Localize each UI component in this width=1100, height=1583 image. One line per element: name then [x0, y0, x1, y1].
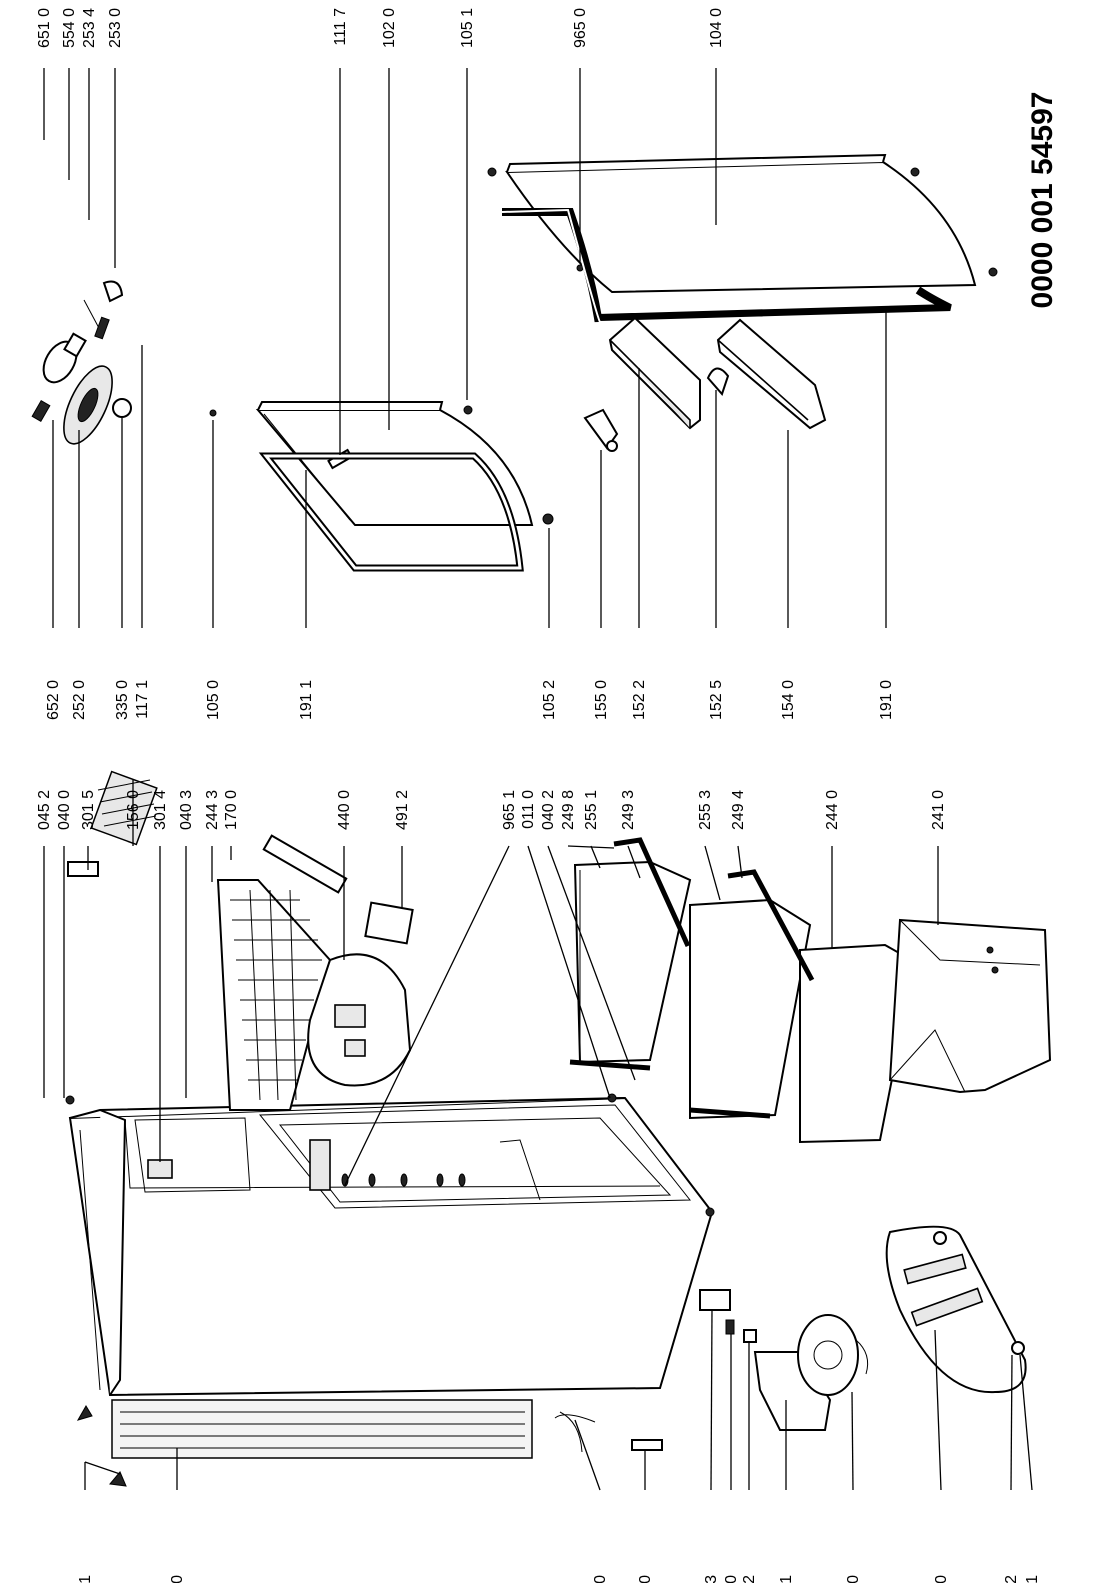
cabinet-body-drawing [65, 1093, 715, 1397]
part-labels: 651 0 554 0 253 4 253 0 111 7 102 0 105 … [36, 8, 1059, 1583]
part-label-045-2: 045 2 [36, 790, 53, 830]
crisper-drawer-drawing [888, 918, 1052, 1094]
part-label-191-1: 191 1 [298, 680, 315, 720]
fridge-door-drawing [487, 153, 998, 294]
part-label-154-0: 154 0 [780, 680, 797, 720]
part-label-402-1: 402 1 [778, 1575, 795, 1583]
part-label-491-3: 491 3 [703, 1575, 720, 1583]
compressor-area-drawing [554, 1289, 869, 1451]
part-label-255-1: 255 1 [583, 790, 600, 830]
freezer-door-gasket-drawing [258, 452, 524, 572]
part-label-155-0: 155 0 [593, 680, 610, 720]
part-label-253-4: 253 4 [81, 8, 98, 48]
part-label-152-5: 152 5 [708, 680, 725, 720]
part-label-012-1: 012 1 [1024, 1575, 1041, 1583]
part-label-301-5: 301 5 [80, 790, 97, 830]
part-label-740-1: 740 1 [77, 1575, 94, 1583]
part-label-783-0: 783 0 [592, 1575, 609, 1583]
glass-shelves-drawing [569, 837, 917, 1144]
part-label-241-0: 241 0 [930, 790, 947, 830]
leader-lines [43, 68, 1033, 1491]
part-label-152-2: 152 2 [631, 680, 648, 720]
part-label-111-7: 111 7 [332, 8, 349, 46]
part-label-004-0: 004 0 [933, 1575, 950, 1583]
fridge-door-gasket-drawing [501, 208, 953, 324]
part-label-491-2: 491 2 [394, 790, 411, 830]
part-label-104-0: 104 0 [708, 8, 725, 48]
part-label-561-2: 561 2 [741, 1575, 758, 1583]
part-label-965-0: 965 0 [572, 8, 589, 48]
part-label-614-0: 614 0 [723, 1575, 740, 1583]
part-label-105-2: 105 2 [541, 680, 558, 720]
part-label-040-0: 040 0 [56, 790, 73, 830]
part-label-252-0: 252 0 [71, 680, 88, 720]
part-label-244-3: 244 3 [204, 790, 221, 830]
part-label-652-0: 652 0 [45, 680, 62, 720]
part-label-244-0: 244 0 [824, 790, 841, 830]
part-label-402-0: 402 0 [845, 1575, 862, 1583]
part-label-764-0: 764 0 [637, 1575, 654, 1583]
part-label-117-1: 117 1 [134, 680, 151, 719]
part-label-191-0: 191 0 [878, 680, 895, 720]
condenser-drawing [76, 1399, 583, 1487]
document-code: 0000 001 54597 [1026, 92, 1059, 309]
part-label-105-0: 105 0 [205, 680, 222, 720]
part-label-253-0: 253 0 [107, 8, 124, 48]
part-label-170-0: 170 0 [223, 790, 240, 830]
part-label-335-0: 335 0 [114, 680, 131, 720]
interior-shelves-drawing [67, 770, 1052, 1144]
part-label-554-0: 554 0 [61, 8, 78, 48]
drawing-layer [31, 153, 1052, 1487]
control-board-drawing [885, 1225, 1027, 1394]
part-label-040-3: 040 3 [178, 790, 195, 830]
part-label-040-2: 040 2 [540, 790, 557, 830]
part-label-740-0: 740 0 [169, 1575, 186, 1583]
part-label-105-1: 105 1 [459, 8, 476, 48]
part-label-156-0: 156 0 [125, 790, 142, 830]
part-label-011-0: 011 0 [520, 790, 537, 829]
part-label-301-4: 301 4 [152, 790, 169, 830]
part-label-440-0: 440 0 [336, 790, 353, 830]
thermostat-parts-drawing [31, 280, 132, 445]
part-label-965-1: 965 1 [501, 790, 518, 830]
door-shelves-drawing [583, 316, 827, 452]
part-label-255-3: 255 3 [697, 790, 714, 830]
wire-shelf-drawing [216, 879, 332, 1111]
part-label-249-8: 249 8 [560, 790, 577, 830]
part-label-249-3: 249 3 [620, 790, 637, 830]
part-label-012-2: 012 2 [1003, 1575, 1020, 1583]
part-label-651-0: 651 0 [36, 8, 53, 48]
freezer-door-drawing [209, 401, 554, 526]
part-label-102-0: 102 0 [381, 8, 398, 48]
part-label-249-4: 249 4 [730, 790, 747, 830]
